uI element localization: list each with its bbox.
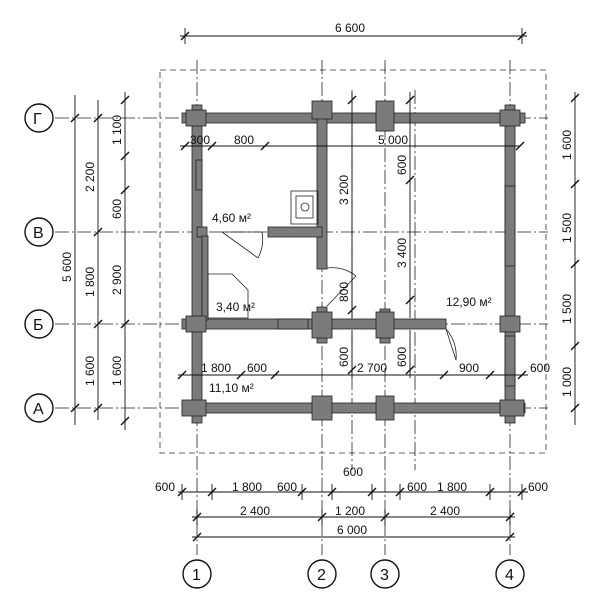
dim-label: 2 700 xyxy=(357,361,387,375)
room-areas: 4,60 м² 3,40 м² 12,90 м² 11,10 м² xyxy=(209,211,492,395)
dim-label: 1 600 xyxy=(110,356,124,386)
dim-label: 1 600 xyxy=(560,130,574,160)
col-axis-label: 1 xyxy=(192,567,201,584)
dim-label: 600 xyxy=(155,480,175,494)
room-area-label: 4,60 м² xyxy=(212,211,251,225)
col-axis-bubble xyxy=(370,559,400,589)
dim-label: 1 200 xyxy=(335,504,365,518)
col-axis-bubble xyxy=(495,559,525,589)
row-axis-label: В xyxy=(33,225,44,242)
dim-left: 5 600 2 200 1 800 1 600 1 100 600 2 900 … xyxy=(60,92,130,430)
room-area-label: 12,90 м² xyxy=(446,295,492,309)
dim-label: 6 600 xyxy=(335,21,365,35)
row-axis-bubble xyxy=(24,217,54,247)
dim-label: 2 200 xyxy=(83,162,97,192)
dim-label: 2 400 xyxy=(240,504,270,518)
row-axis-label: А xyxy=(33,401,44,418)
dim-label: 2 900 xyxy=(110,265,124,295)
door-swing-3 xyxy=(445,328,457,361)
dim-interior: 300 800 5 000 3 200 600 3 400 800 600 60… xyxy=(177,92,550,380)
dim-label: 600 xyxy=(407,480,427,494)
stove-icon xyxy=(290,190,319,225)
row-axis-bubble xyxy=(24,103,54,133)
dim-label: 1 800 xyxy=(201,361,231,375)
dim-label: 1 800 xyxy=(83,267,97,297)
row-axis-label: Б xyxy=(33,317,44,334)
room-area-label: 11,10 м² xyxy=(209,381,254,395)
col-axis-markers: 1 2 3 4 xyxy=(182,559,525,589)
dim-label: 600 xyxy=(395,155,409,175)
col-axis-label: 3 xyxy=(380,567,389,584)
row-axis-bubble xyxy=(24,309,54,339)
door-swing-2 xyxy=(326,267,357,277)
dim-label: 5 000 xyxy=(378,133,408,147)
room-area-label: 3,40 м² xyxy=(216,300,255,314)
col-axis-bubble xyxy=(182,559,212,589)
roof-outline xyxy=(159,69,547,454)
dim-bottom: 600 1 800 600 600 600 1 800 600 2 400 1 … xyxy=(155,465,548,542)
door-swing-1 xyxy=(222,231,264,259)
dim-label: 300 xyxy=(190,133,210,147)
dim-right: 1 600 1 500 1 500 1 000 xyxy=(560,92,580,425)
row-axis-bubble xyxy=(24,393,54,423)
dim-label: 6 000 xyxy=(337,523,367,537)
dim-label: 600 xyxy=(395,347,409,367)
dim-label: 800 xyxy=(337,282,351,302)
dim-label: 900 xyxy=(459,361,479,375)
dim-label: 600 xyxy=(343,465,363,479)
col-axis-label: 2 xyxy=(317,567,326,584)
col-axis-bubble xyxy=(307,559,337,589)
dim-label: 800 xyxy=(234,133,254,147)
dim-label: 3 400 xyxy=(395,238,409,268)
row-axis-label: Г xyxy=(33,111,42,128)
dim-top-overall: 6 600 xyxy=(180,21,527,44)
dim-label: 1 800 xyxy=(232,480,262,494)
dim-label: 600 xyxy=(337,347,351,367)
dim-label: 600 xyxy=(277,480,297,494)
dim-label: 1 600 xyxy=(83,356,97,386)
dim-label: 600 xyxy=(110,199,124,219)
dim-label: 1 500 xyxy=(560,213,574,243)
row-axis-markers: Г В Б А xyxy=(24,103,54,423)
sauna-bench xyxy=(207,273,249,319)
col-axis-label: 4 xyxy=(505,567,514,584)
interior-details xyxy=(207,190,457,361)
dim-label: 600 xyxy=(247,361,267,375)
walls xyxy=(181,100,526,424)
dim-label: 2 400 xyxy=(430,504,460,518)
dim-label: 5 600 xyxy=(60,252,74,282)
dim-label: 600 xyxy=(530,361,550,375)
dim-label: 600 xyxy=(528,480,548,494)
dim-label: 1 800 xyxy=(437,480,467,494)
dim-label: 1 500 xyxy=(560,294,574,324)
dim-label: 3 200 xyxy=(337,175,351,205)
dim-label: 1 100 xyxy=(110,115,124,145)
dim-label: 1 000 xyxy=(560,367,574,397)
